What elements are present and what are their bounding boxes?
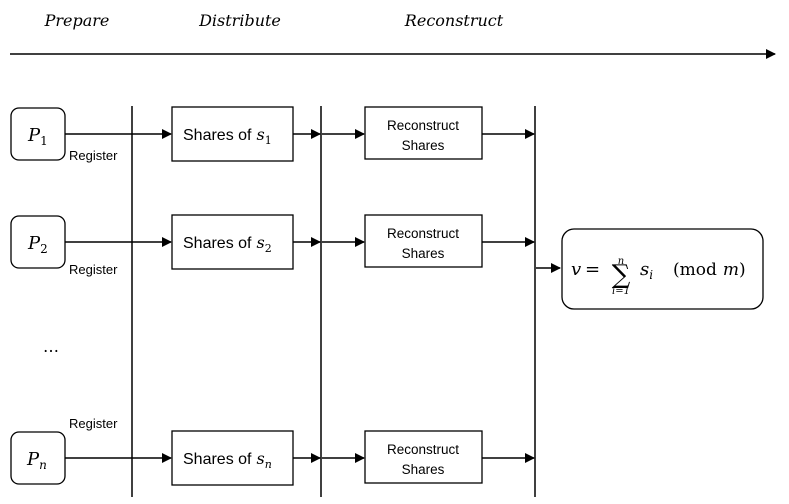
phase-distribute-label: Distribute: [198, 11, 281, 30]
sum-symbol: ∑: [612, 260, 631, 290]
ellipsis: …: [43, 337, 59, 356]
shares-box: [171, 214, 294, 270]
result-term: si: [640, 259, 653, 282]
party-label: Pn: [26, 449, 47, 472]
phase-prepare-label: Prepare: [44, 11, 110, 30]
sum-upper: n: [618, 256, 624, 267]
reconstruct-label-line2: Shares: [402, 462, 445, 477]
party-label: P2: [27, 233, 48, 256]
reconstruct-box: [364, 430, 483, 484]
reconstruct-label-line1: Reconstruct: [387, 226, 459, 241]
phase-reconstruct-label: Reconstruct: [404, 11, 504, 30]
reconstruct-label-line2: Shares: [402, 138, 445, 153]
reconstruct-label-line2: Shares: [402, 246, 445, 261]
reconstruct-label-line1: Reconstruct: [387, 442, 459, 457]
result-box: [561, 228, 764, 310]
sum-lower: i=1: [612, 286, 630, 297]
result-lhs: v: [571, 259, 581, 280]
reconstruct-label-line1: Reconstruct: [387, 118, 459, 133]
party-label: P1: [27, 125, 48, 148]
reconstruct-box: [364, 214, 483, 268]
register-label: Register: [69, 416, 118, 431]
reconstruct-box: [364, 106, 483, 160]
result-eq: =: [585, 259, 600, 280]
register-label: Register: [69, 148, 118, 163]
register-label: Register: [69, 262, 118, 277]
shares-box: [171, 430, 294, 486]
